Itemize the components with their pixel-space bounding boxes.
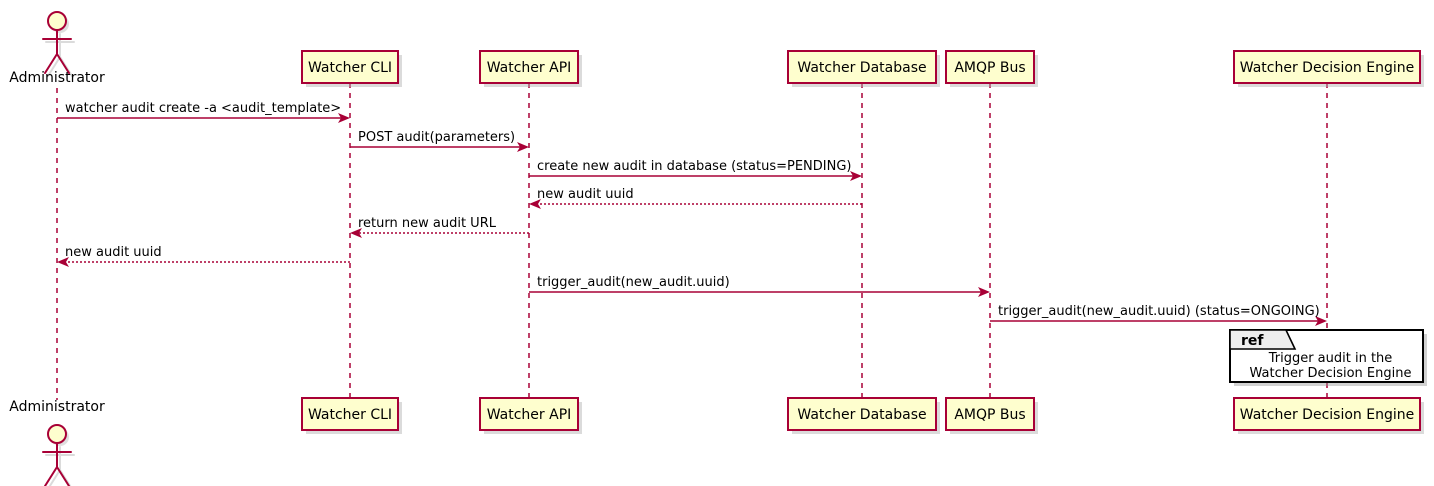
actor-label: Administrator [9,399,105,415]
message-arrowhead [57,257,69,267]
messages-layer: watcher audit create -a <audit_template>… [57,101,1327,326]
participant-watcher-database-bottom[interactable]: Watcher Database [787,397,940,434]
actor-shadow [45,33,75,77]
message-msg-2: POST audit(parameters) [350,130,529,152]
participant-box[interactable] [301,50,399,84]
participant-box[interactable] [787,397,937,431]
message-msg-6: new audit uuid [57,245,350,267]
participant-label: AMQP Bus [954,407,1025,423]
actor-body-icon [42,443,72,486]
actor-head-icon [47,11,67,31]
ref-keyword-label: ref [1241,333,1264,349]
message-arrowhead [1315,316,1327,326]
ref-text-line1: Trigger audit in the [1268,351,1393,366]
participant-box[interactable] [1233,397,1421,431]
actor-head-icon [47,424,67,444]
message-msg-8: trigger_audit(new_audit.uuid) (status=ON… [990,304,1327,326]
message-arrowhead [978,287,990,297]
message-msg-4: new audit uuid [529,187,862,209]
participant-label: Watcher Database [797,407,926,423]
participant-label: Watcher API [487,60,572,76]
participant-label: Watcher Database [797,60,926,76]
participant-label: Watcher CLI [308,407,392,423]
message-label: new audit uuid [537,187,634,202]
message-arrowhead [529,199,541,209]
message-arrowhead [338,113,350,123]
participant-box[interactable] [301,397,399,431]
participant-watcher-decision-engine-top[interactable]: Watcher Decision Engine [1233,50,1424,87]
participant-watcher-database-top[interactable]: Watcher Database [787,50,940,87]
participant-watcher-cli-top[interactable]: Watcher CLI [301,50,402,87]
message-msg-3: create new audit in database (status=PEN… [529,159,862,181]
actor-body-icon [42,30,72,74]
message-label: create new audit in database (status=PEN… [537,159,852,174]
participant-box[interactable] [479,397,579,431]
participant-watcher-api-bottom[interactable]: Watcher API [479,397,582,434]
participant-amqp-bus-top[interactable]: AMQP Bus [945,50,1038,87]
actor-shadow [45,446,75,486]
message-msg-5: return new audit URL [350,216,529,238]
participant-box[interactable] [945,50,1035,84]
participant-box[interactable] [479,50,579,84]
message-label: trigger_audit(new_audit.uuid) [537,275,730,290]
participant-box[interactable] [1233,50,1421,84]
participant-box[interactable] [945,397,1035,431]
participant-label: Watcher API [487,407,572,423]
actor-administrator-top[interactable]: Administrator [9,11,105,86]
message-label: watcher audit create -a <audit_template> [65,101,341,116]
lifelines-layer [56,83,1328,400]
message-msg-1: watcher audit create -a <audit_template> [57,101,350,123]
participant-label: Watcher CLI [308,60,392,76]
participant-label: Watcher Decision Engine [1240,407,1414,423]
actor-label: Administrator [9,70,105,86]
participant-amqp-bus-bottom[interactable]: AMQP Bus [945,397,1038,434]
participant-box[interactable] [787,50,937,84]
ref-tab [1229,329,1297,350]
participant-watcher-cli-bottom[interactable]: Watcher CLI [301,397,402,434]
message-arrowhead [850,171,862,181]
message-label: new audit uuid [65,245,162,260]
ref-text-line2: Watcher Decision Engine [1250,366,1412,381]
message-label: return new audit URL [358,216,497,231]
participant-watcher-decision-engine-bottom[interactable]: Watcher Decision Engine [1233,397,1424,434]
participant-watcher-api-top[interactable]: Watcher API [479,50,582,87]
message-arrowhead [350,228,362,238]
message-label: trigger_audit(new_audit.uuid) (status=ON… [998,304,1320,319]
message-label: POST audit(parameters) [358,130,515,145]
message-arrowhead [517,142,529,152]
participant-label: AMQP Bus [954,60,1025,76]
actor-administrator-bottom[interactable]: Administrator [9,399,105,486]
message-msg-7: trigger_audit(new_audit.uuid) [529,275,990,297]
participant-label: Watcher Decision Engine [1240,60,1414,76]
